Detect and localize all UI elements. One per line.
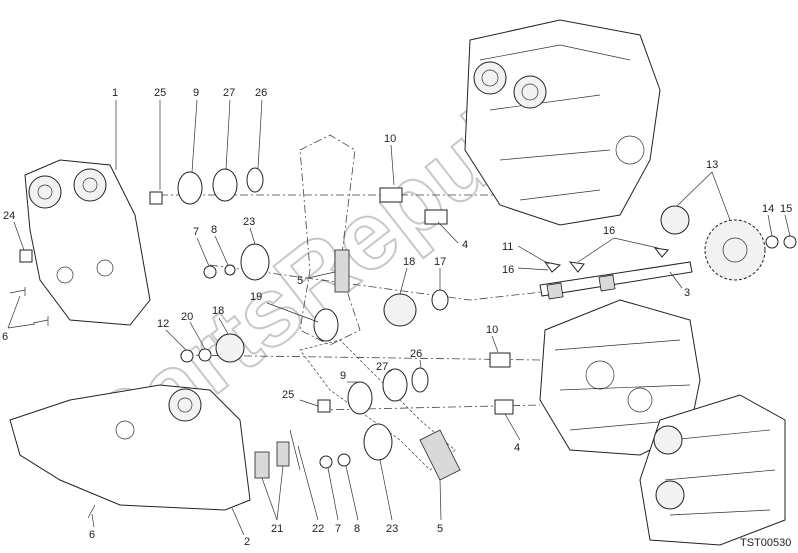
callout-24: 24: [3, 210, 15, 222]
callout-26: 26: [255, 87, 267, 99]
callout-17: 17: [434, 256, 446, 268]
callout-27: 27: [223, 87, 235, 99]
callout-10-lower: 10: [486, 324, 498, 336]
callout-19: 19: [250, 291, 262, 303]
upper-timing-cover: [24, 159, 151, 326]
axis-line-middle: [209, 264, 561, 301]
callout-21: 21: [271, 523, 283, 535]
callout-27-lower: 27: [376, 361, 388, 373]
cam-pulley-13: [660, 205, 766, 281]
timing-belt-lower: [419, 429, 461, 481]
upper-pulley-stack: [149, 167, 449, 342]
callout-25-lower: 25: [282, 389, 294, 401]
callout-11: 11: [502, 241, 513, 253]
callout-2: 2: [244, 536, 250, 548]
callout-5: 5: [297, 275, 303, 287]
callout-7-lower: 7: [335, 523, 341, 535]
callout-18-lower: 18: [212, 305, 224, 317]
callout-23-lower: 23: [386, 523, 398, 535]
callout-20: 20: [181, 311, 193, 323]
callout-9: 9: [193, 87, 199, 99]
bolts-and-fittings: [9, 247, 669, 519]
rear-cylinder-head: [464, 19, 661, 226]
callout-6: 6: [2, 331, 8, 343]
camshaft: [539, 261, 693, 300]
callout-4-lower: 4: [514, 442, 520, 454]
callout-1: 1: [112, 87, 118, 99]
callout-3: 3: [684, 287, 690, 299]
lower-timing-cover: [9, 384, 251, 511]
callout-15: 15: [780, 203, 792, 215]
callout-13: 13: [706, 159, 718, 171]
callout-5-lower: 5: [437, 523, 443, 535]
callout-23: 23: [243, 216, 255, 228]
callout-8: 8: [211, 224, 217, 236]
callout-22: 22: [312, 523, 324, 535]
callout-18: 18: [403, 256, 415, 268]
callout-8-lower: 8: [354, 523, 360, 535]
callout-16-lower: 16: [502, 264, 514, 276]
timing-belt-upper: [334, 249, 350, 293]
callout-6-lower: 6: [89, 529, 95, 541]
nut-15: [783, 235, 797, 249]
callout-4: 4: [462, 239, 468, 251]
callout-10: 10: [384, 133, 396, 145]
callout-25: 25: [154, 87, 166, 99]
washer-14: [765, 235, 779, 249]
upper-belt-outline: [299, 134, 361, 346]
callout-14: 14: [762, 203, 774, 215]
callout-7: 7: [193, 226, 199, 238]
leader-lines: [7, 99, 791, 536]
engine-block: [639, 394, 786, 546]
callout-26-lower: 26: [410, 348, 422, 360]
lower-pulley-stack: [180, 333, 514, 479]
callout-labels: 1 25 9 27 26 10 24 23 7 8 4 6 5 18 17 11…: [2, 87, 792, 548]
callout-9-lower: 9: [340, 370, 346, 382]
drawing-code: TST00530: [740, 537, 791, 549]
callout-12: 12: [157, 318, 169, 330]
callout-16-upper: 16: [603, 225, 615, 237]
